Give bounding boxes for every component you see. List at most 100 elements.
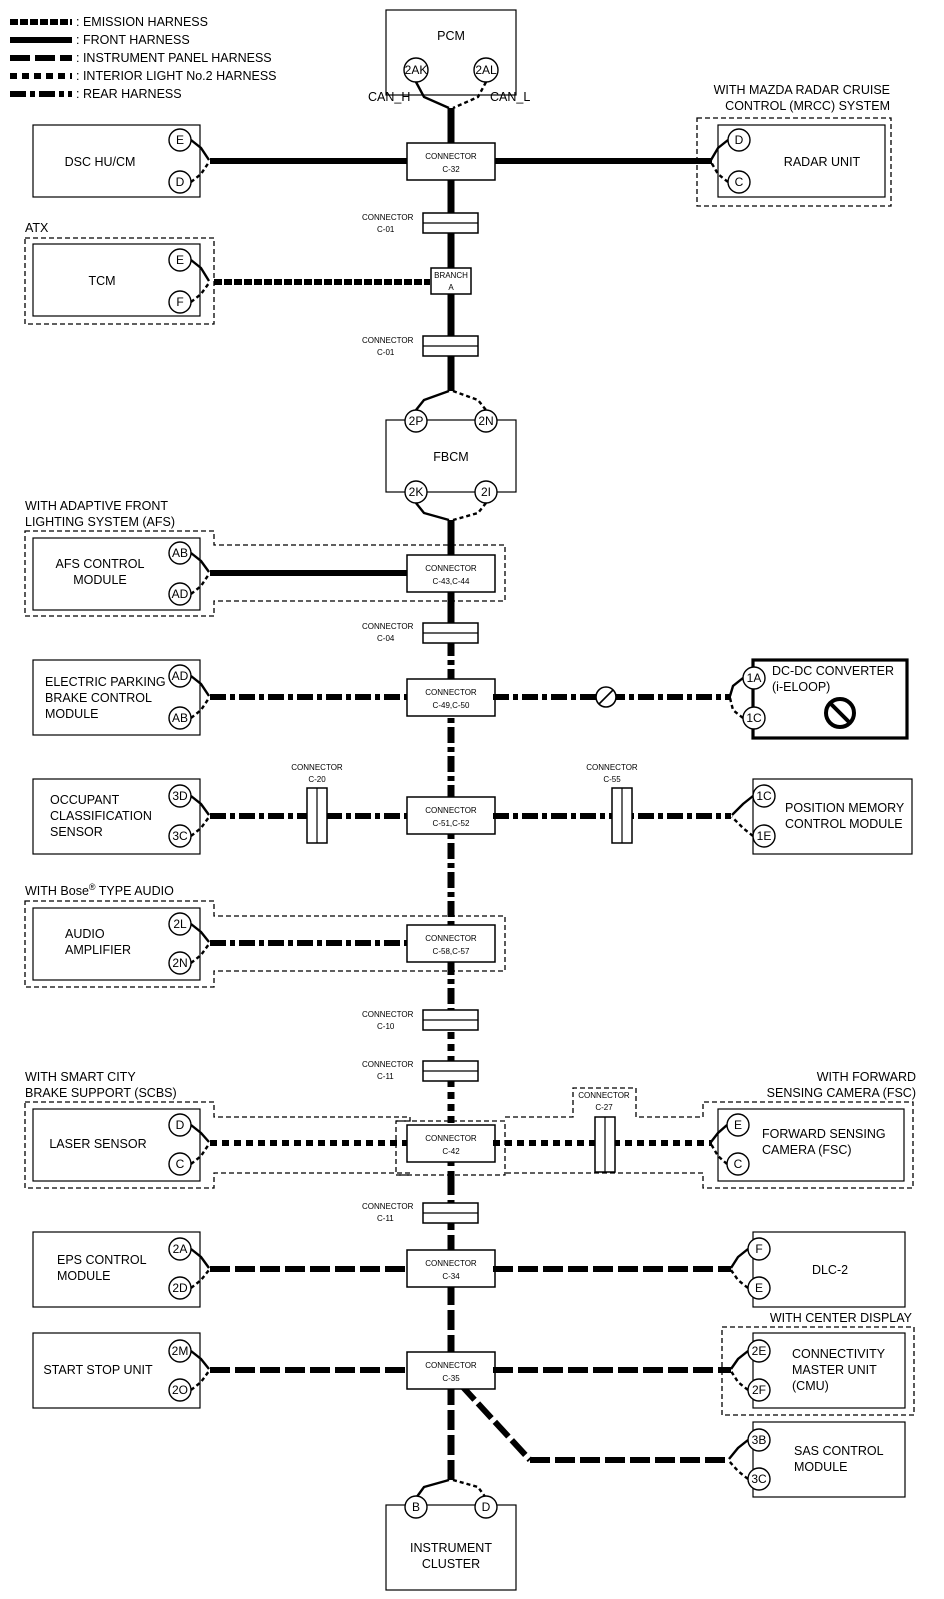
- afs-option-frame: [24, 530, 506, 617]
- pcm-module: PCM 2AK 2AL CAN_H CAN_L: [368, 9, 530, 110]
- pmcm-canh-wire: [731, 795, 754, 816]
- connector-c42-id: C-42: [442, 1147, 460, 1156]
- cmu-label-line2: MASTER UNIT: [792, 1363, 877, 1377]
- connector-c01-upper-word: CONNECTOR: [362, 213, 414, 222]
- laser-label: LASER SENSOR: [49, 1137, 146, 1151]
- eps-canh-wire: [190, 1248, 210, 1269]
- amp-canh-wire: [190, 923, 210, 943]
- connector-c35-body: [406, 1351, 496, 1390]
- sas-module: SAS CONTROL MODULE 3B 3C: [728, 1421, 906, 1498]
- epb-module: ELECTRIC PARKING BRAKE CONTROL MODULE AD…: [32, 659, 410, 736]
- connector-c58-c57-id: C-58,C-57: [433, 947, 470, 956]
- connector-c49-c50-id: C-49,C-50: [433, 701, 470, 710]
- amp-pin-canh-label: 2L: [173, 917, 187, 931]
- connector-c34-id: C-34: [442, 1272, 460, 1281]
- connector-c49-c50-body: [406, 678, 496, 717]
- connector-c20: CONNECTOR C-20: [291, 763, 343, 844]
- cmu-canl-wire: [729, 1370, 749, 1391]
- afs-pin-canh-label: AB: [172, 546, 188, 560]
- cmu-canh-wire: [730, 1350, 749, 1370]
- connector-c49-c50: CONNECTOR C-49,C-50: [406, 678, 496, 717]
- scbs-option-line1: WITH SMART CITY: [25, 1070, 136, 1084]
- ssu-module: START STOP UNIT 2M 2O: [32, 1332, 410, 1409]
- fbcm-top-canl-wire: [452, 389, 487, 411]
- connector-c35-word: CONNECTOR: [425, 1361, 477, 1370]
- cmu-module: WITH CENTER DISPLAY CONNECTIVITY MASTER …: [493, 1311, 915, 1416]
- radar-module: WITH MAZDA RADAR CRUISE CONTROL (MRCC) S…: [493, 83, 892, 207]
- dsc-canh-wire: [190, 139, 210, 161]
- connector-c51-c52-id: C-51,C-52: [433, 819, 470, 828]
- afs-pin-canl-label: AD: [172, 587, 189, 601]
- cmu-pin-canl-label: 2F: [752, 1383, 766, 1397]
- fbcm-box: [385, 419, 517, 493]
- pcm-canl-wire: [452, 81, 488, 110]
- laser-canl-wire: [190, 1143, 210, 1165]
- bose-option-frame: [24, 900, 506, 988]
- connector-c10-word: CONNECTOR: [362, 1010, 414, 1019]
- scbs-option-line2: BRAKE SUPPORT (SCBS): [25, 1086, 177, 1100]
- connector-c01-lower-word: CONNECTOR: [362, 336, 414, 345]
- connector-c11-upper-id: C-11: [377, 1072, 394, 1081]
- dcdc-canh-wire: [728, 677, 744, 697]
- fsc-label-line2: CAMERA (FSC): [762, 1143, 852, 1157]
- scbs-option-frame: [24, 1101, 411, 1189]
- sas-pin-canh-label: 3B: [752, 1433, 767, 1447]
- connector-c20-id: C-20: [308, 775, 326, 784]
- connector-c01-lower: CONNECTOR C-01: [362, 335, 479, 357]
- sas-canh-wire: [728, 1439, 749, 1460]
- pcm-label: PCM: [437, 29, 465, 43]
- laser-pin-canl-label: C: [176, 1157, 185, 1171]
- laser-module: WITH SMART CITY BRAKE SUPPORT (SCBS) LAS…: [24, 1070, 411, 1189]
- dsc-module: DSC HU/CM E D: [32, 124, 410, 198]
- laser-pin-canh-label: D: [176, 1118, 185, 1132]
- mrcc-option-line2: CONTROL (MRCC) SYSTEM: [725, 99, 890, 113]
- epb-pin-canh-label: AD: [172, 669, 189, 683]
- pcm-canl-label: CAN_L: [490, 90, 530, 104]
- mrcc-option-line1: WITH MAZDA RADAR CRUISE: [714, 83, 890, 97]
- dsc-canl-wire: [190, 161, 210, 183]
- legend: : EMISSION HARNESS : FRONT HARNESS : INS…: [10, 15, 277, 101]
- afs-label-line2: MODULE: [73, 573, 126, 587]
- connector-c51-c52: CONNECTOR C-51,C-52: [406, 796, 496, 835]
- center-display-option-label: WITH CENTER DISPLAY: [770, 1311, 913, 1325]
- pmcm-label-line1: POSITION MEMORY: [785, 801, 905, 815]
- cmu-label-line1: CONNECTIVITY: [792, 1347, 886, 1361]
- radar-pin-canh-label: D: [735, 133, 744, 147]
- dcdc-label-line1: DC-DC CONVERTER: [772, 664, 894, 678]
- ocs-canl-wire: [190, 816, 210, 837]
- fsc-label-line1: FORWARD SENSING: [762, 1127, 886, 1141]
- radar-pin-canl-label: C: [735, 175, 744, 189]
- amp-label-line1: AUDIO: [65, 927, 105, 941]
- afs-label-line1: AFS CONTROL: [56, 557, 145, 571]
- afs-option-line1: WITH ADAPTIVE FRONT: [25, 499, 168, 513]
- eps-pin-canh-label: 2A: [173, 1242, 188, 1256]
- cmu-box: [752, 1332, 906, 1409]
- connector-c01-lower-id: C-01: [377, 348, 395, 357]
- legend-front-label: : FRONT HARNESS: [76, 33, 190, 47]
- tcm-pin-canh-label: E: [176, 253, 184, 267]
- afs-canh-wire: [190, 552, 210, 573]
- pcm-box: [385, 9, 517, 96]
- ic-box: [385, 1504, 517, 1591]
- eps-module: EPS CONTROL MODULE 2A 2D: [32, 1231, 410, 1308]
- mrcc-option-frame: [696, 117, 892, 207]
- connector-c58-c57-body: [406, 924, 496, 963]
- fbcm-pin-bottom-canh-label: 2K: [409, 485, 424, 499]
- connector-c32-id: C-32: [442, 165, 460, 174]
- radar-canh-wire: [709, 139, 729, 161]
- connector-c43-c44-id: C-43,C-44: [433, 577, 470, 586]
- afs-module: WITH ADAPTIVE FRONT LIGHTING SYSTEM (AFS…: [24, 499, 506, 617]
- connector-c11-upper-word: CONNECTOR: [362, 1060, 414, 1069]
- amp-pin-canl-label: 2N: [172, 956, 187, 970]
- dcdc-module: DC-DC CONVERTER (i-ELOOP) 1A 1C: [493, 658, 909, 740]
- fbcm-bottom-canl-wire: [452, 502, 487, 522]
- ic-module: INSTRUMENT CLUSTER B D: [385, 1478, 517, 1591]
- branch-a-body: [430, 267, 472, 295]
- fbcm-pin-top-canl: [474, 409, 498, 433]
- connector-c34-body: [406, 1249, 496, 1288]
- dcdc-prohibited-splice-slash: [598, 689, 614, 705]
- legend-interior-light-label: : INTERIOR LIGHT No.2 HARNESS: [76, 69, 277, 83]
- dsc-label: DSC HU/CM: [65, 155, 136, 169]
- branch-a-id: A: [448, 283, 454, 292]
